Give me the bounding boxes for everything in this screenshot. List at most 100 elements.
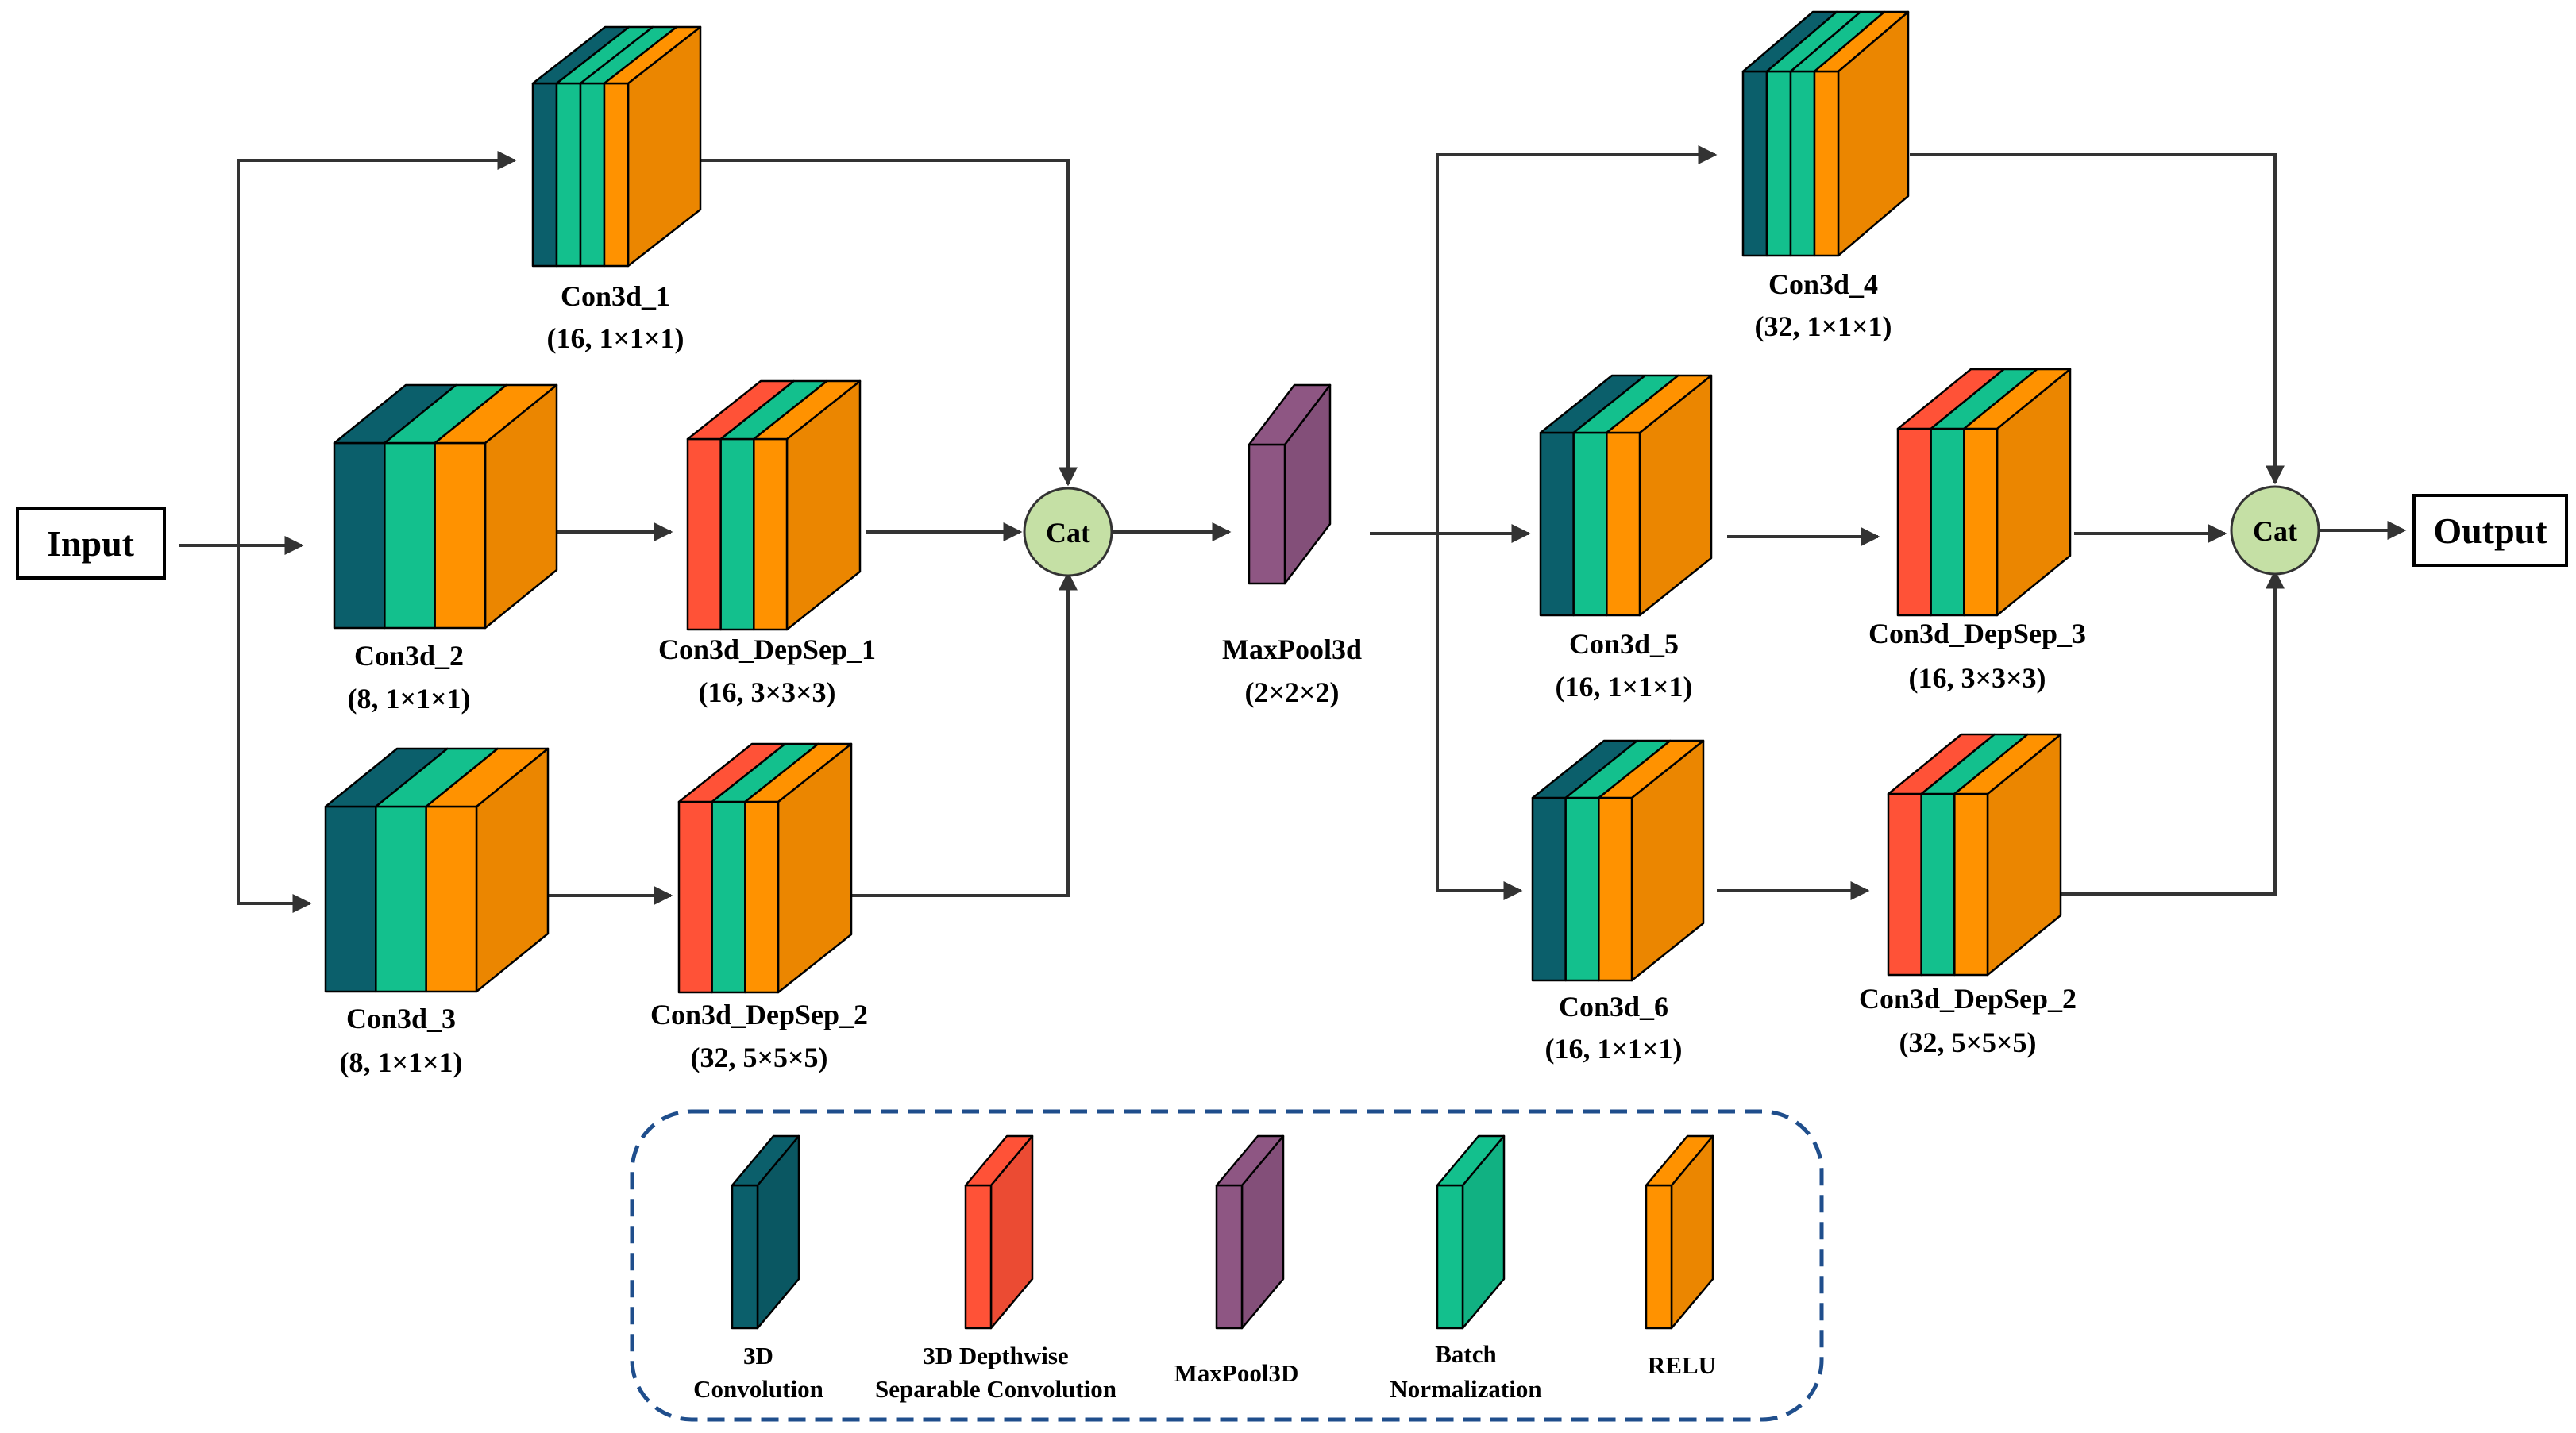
layer-maxpool-front [1248,443,1286,585]
layer-relu-top [1645,1134,1714,1187]
layer-batchnorm-front [719,437,755,631]
cat-node-1-label: Cat [1046,517,1090,549]
layer-conv3d-front [1531,796,1567,982]
layer-depthwise-front [686,437,722,631]
block-con3d-2: Con3d_2 (8, 1×1×1) [333,383,558,715]
block-depsep-3-name: Con3d_DepSep_3 [1868,618,2086,649]
block-con3d-2-name: Con3d_2 [354,640,464,672]
legend-item-depthwise: 3D Depthwise Separable Convolution [875,1134,1116,1403]
block-depsep-3: Con3d_DepSep_3 (16, 3×3×3) [1868,368,2086,694]
layer-batchnorm-top [1436,1134,1506,1187]
block-con3d-3-params: (8, 1×1×1) [339,1046,462,1078]
output-label: Output [2433,510,2547,551]
layer-conv3d-top [731,1134,800,1187]
cat-node-2: Cat [2230,485,2320,576]
block-depsep-3-params: (16, 3×3×3) [1908,662,2046,694]
block-con3d-6-params: (16, 1×1×1) [1544,1033,1682,1065]
layer-batchnorm-front [711,800,746,994]
block-depsep-2b: Con3d_DepSep_2 (32, 5×5×5) [1859,733,2077,1058]
block-con3d-4-params: (32, 1×1×1) [1754,310,1892,342]
legend-conv3d-line1: 3D [743,1342,773,1369]
legend-batchnorm-line1: Batch [1435,1340,1497,1368]
legend-batchnorm-line2: Normalization [1390,1375,1541,1403]
legend-maxpool-line1: MaxPool3D [1174,1359,1299,1387]
layer-relu-top [1813,10,1910,73]
layer-relu-top [753,379,862,441]
block-con3d-4-name: Con3d_4 [1768,268,1878,300]
cat-node-1: Cat [1023,487,1113,577]
edge-to-con3d-1 [237,151,517,545]
layer-conv3d-front [1539,431,1575,617]
block-con3d-1-name: Con3d_1 [561,280,670,312]
legend: 3D Convolution 3D Depthwise Separable Co… [630,1109,1824,1422]
block-maxpool-params: (2×2×2) [1244,676,1339,708]
edge-depsep-2-to-cat-1 [850,571,1078,897]
layer-relu-top [603,25,702,85]
layer-depthwise-front [964,1184,993,1330]
legend-relu-line1: RELU [1648,1351,1716,1379]
block-con3d-5: Con3d_5 (16, 1×1×1) [1539,374,1713,703]
block-depsep-2b-params: (32, 5×5×5) [1899,1027,2036,1058]
layer-relu-front [1645,1184,1673,1330]
legend-item-conv3d: 3D Convolution [693,1134,823,1403]
layer-depthwise-front [1896,427,1932,617]
layer-batchnorm-front [1930,427,1965,617]
legend-item-maxpool: MaxPool3D [1174,1134,1299,1387]
layer-batchnorm-front [1564,796,1600,982]
layer-batchnorm-front [555,82,582,268]
block-depsep-2a: Con3d_DepSep_2 (32, 5×5×5) [650,742,868,1073]
block-depsep-2b-name: Con3d_DepSep_2 [1859,983,2077,1015]
layer-batchnorm-front [1436,1184,1464,1330]
legend-conv3d-line2: Convolution [693,1375,823,1403]
layer-relu-top [1606,374,1713,434]
layer-batchnorm-front [1789,70,1816,257]
layer-relu-front [1606,431,1641,617]
cat-node-2-label: Cat [2253,515,2297,547]
layer-conv3d-front [531,82,558,268]
layer-batchnorm-front [1572,431,1608,617]
edge-to-con3d-4 [1436,145,1718,534]
legend-depthwise-line1: 3D Depthwise [923,1342,1068,1369]
layer-batchnorm-front [375,805,427,993]
layer-relu-front [744,800,780,994]
output-box: Output [2412,494,2568,567]
layer-relu-front [425,805,478,993]
layer-relu-front [753,437,789,631]
layer-depthwise-top [964,1134,1034,1187]
block-con3d-3-name: Con3d_3 [346,1003,456,1034]
block-depsep-1-params: (16, 3×3×3) [698,676,835,708]
legend-frame [630,1109,1824,1422]
layer-relu-top [1953,733,2062,795]
layer-relu-front [434,441,487,630]
layer-batchnorm-front [1765,70,1792,257]
layer-relu-front [1598,796,1633,982]
block-maxpool-name: MaxPool3d [1222,634,1362,665]
layer-conv3d-front [333,441,386,630]
layer-conv3d-front [324,805,377,993]
layer-depthwise-front [1887,792,1922,977]
edge-con3d-1-to-cat-1 [700,159,1078,487]
layer-relu-top [425,747,550,808]
layer-relu-top [1963,368,2072,430]
block-con3d-6: Con3d_6 (16, 1×1×1) [1531,739,1705,1065]
legend-item-batchnorm: Batch Normalization [1390,1134,1542,1403]
block-con3d-2-params: (8, 1×1×1) [347,683,470,715]
legend-depthwise-line2: Separable Convolution [875,1375,1116,1403]
layer-maxpool-top [1248,383,1332,446]
block-depsep-2a-name: Con3d_DepSep_2 [650,999,868,1030]
layer-relu-top [434,383,558,445]
edge-con3d-4-to-cat-2 [1910,153,2285,485]
layer-relu-front [1813,70,1840,257]
block-con3d-3: Con3d_3 (8, 1×1×1) [324,747,550,1078]
block-con3d-1: Con3d_1 (16, 1×1×1) [531,25,702,354]
block-con3d-6-name: Con3d_6 [1559,991,1668,1023]
edge-to-con3d-3 [237,545,312,913]
layer-relu-top [1598,739,1705,799]
block-depsep-1: Con3d_DepSep_1 (16, 3×3×3) [658,379,876,708]
layer-relu-front [1963,427,1999,617]
layer-relu-front [1953,792,1989,977]
layer-depthwise-front [677,800,713,994]
block-con3d-1-params: (16, 1×1×1) [546,322,684,354]
layer-batchnorm-front [579,82,606,268]
